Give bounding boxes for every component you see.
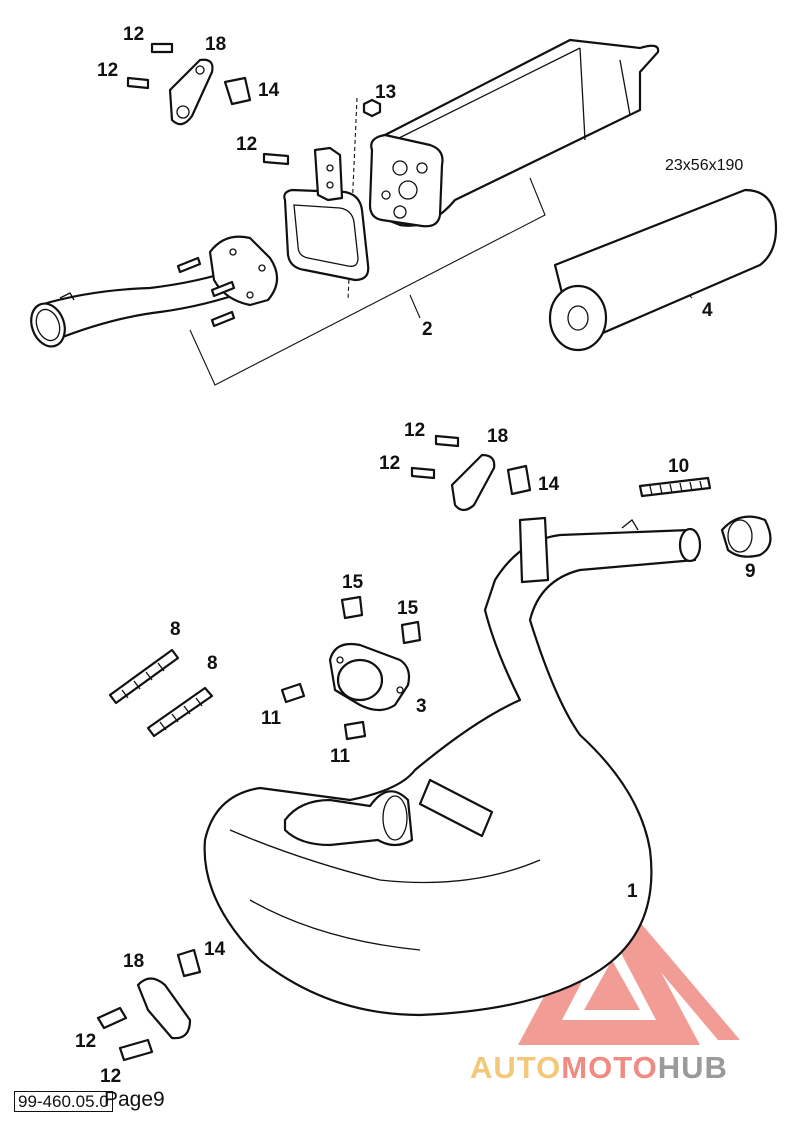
callout-12: 12 bbox=[97, 60, 118, 81]
callout-18: 18 bbox=[205, 34, 226, 55]
callout-12: 12 bbox=[404, 420, 425, 441]
callout-9: 9 bbox=[745, 561, 756, 582]
callout-8: 8 bbox=[170, 619, 181, 640]
callout-3: 3 bbox=[416, 696, 427, 717]
upper-hardware-set bbox=[126, 42, 290, 166]
springs-8 bbox=[108, 648, 214, 738]
callout-10: 10 bbox=[668, 456, 689, 477]
callout-15: 15 bbox=[397, 598, 419, 619]
watermark-wordmark: AUTOMOTOHUB bbox=[470, 1050, 728, 1085]
callout-13: 13 bbox=[375, 82, 396, 103]
spring-10 bbox=[638, 476, 712, 498]
svg-text:AUTOMOTOHUB: AUTOMOTOHUB bbox=[470, 1050, 728, 1085]
callout-12: 12 bbox=[123, 24, 144, 45]
leader-group-2 bbox=[189, 177, 546, 386]
callout-15: 15 bbox=[342, 572, 364, 593]
watermark-hub: HUB bbox=[658, 1050, 728, 1085]
callout-12: 12 bbox=[75, 1031, 96, 1052]
callout-leaders bbox=[689, 295, 693, 299]
callout-14: 14 bbox=[538, 474, 560, 495]
insulation-dimensions: 23x56x190 bbox=[665, 157, 743, 174]
page-footer: 99-460.05.0 Page9 bbox=[14, 1088, 165, 1112]
washers-15 bbox=[340, 595, 422, 645]
flange-3 bbox=[328, 642, 411, 712]
muffler-insulation bbox=[548, 188, 778, 352]
bolts-11 bbox=[280, 682, 367, 741]
mid-hardware-set bbox=[410, 434, 532, 512]
watermark-moto: MOTO bbox=[561, 1050, 657, 1085]
page-number: Page9 bbox=[104, 1088, 165, 1111]
callout-2: 2 bbox=[422, 319, 433, 340]
header-pipe bbox=[30, 235, 279, 348]
bottom-hardware-set bbox=[96, 948, 202, 1062]
callout-14: 14 bbox=[258, 80, 280, 101]
expansion-chamber bbox=[203, 516, 702, 1017]
watermark-auto: AUTO bbox=[470, 1050, 561, 1085]
callout-1: 1 bbox=[627, 881, 638, 902]
muffler-clamp bbox=[283, 146, 370, 282]
callout-8: 8 bbox=[207, 653, 218, 674]
muffler-body bbox=[368, 38, 660, 228]
callout-18: 18 bbox=[487, 426, 508, 447]
callout-4: 4 bbox=[702, 300, 713, 321]
callout-18: 18 bbox=[123, 951, 144, 972]
rubber-sleeve-9 bbox=[720, 515, 772, 558]
callout-11: 11 bbox=[330, 746, 351, 767]
callout-12: 12 bbox=[236, 134, 257, 155]
callout-14: 14 bbox=[204, 939, 226, 960]
callout-12: 12 bbox=[100, 1066, 121, 1087]
document-code: 99-460.05.0 bbox=[14, 1091, 113, 1112]
callout-12: 12 bbox=[379, 453, 400, 474]
callout-11: 11 bbox=[261, 708, 282, 729]
flange-screws bbox=[176, 256, 236, 328]
